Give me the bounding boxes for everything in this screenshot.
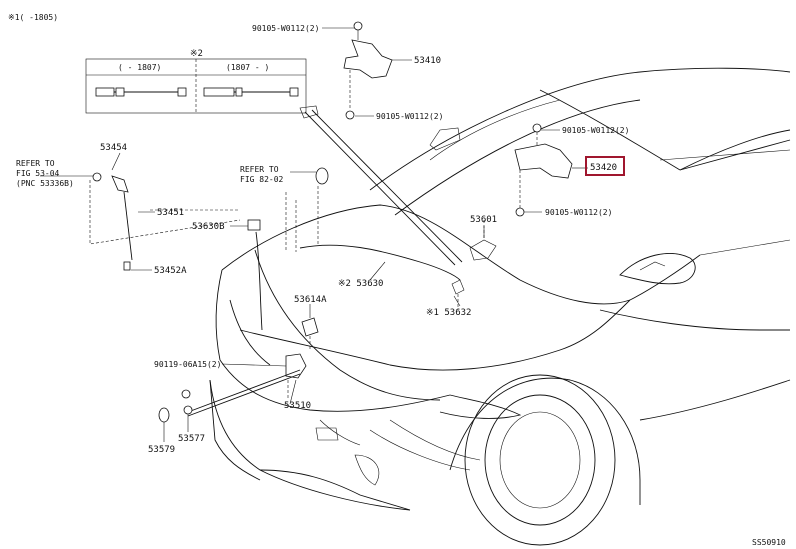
label-53601: 53601: [470, 215, 497, 225]
header-note: ※1( -1805): [8, 13, 58, 22]
refer-mid-line2: FIG 82-02: [240, 175, 284, 184]
refer-mid-line1: REFER TO: [240, 165, 279, 174]
label-53614a: 53614A: [294, 295, 327, 305]
label-53630b: 53630B: [192, 222, 225, 232]
refer-left-line3: (PNC 53336B): [16, 179, 74, 188]
label-53510: 53510: [284, 401, 311, 411]
hood-lock-cable: [247, 167, 497, 331]
label-53420: 53420: [590, 163, 617, 173]
label-bolt-top-2: 90105-W0112(2): [376, 112, 443, 121]
label-53577: 53577: [178, 434, 205, 444]
hood-support-rod: [299, 105, 463, 266]
leader-lines: [111, 27, 560, 405]
highlight-box-53420: [585, 156, 625, 176]
small-fasteners: [158, 389, 193, 442]
label-53454: 53454: [100, 143, 127, 153]
inset-marker: ※2: [190, 49, 203, 59]
label-53579: 53579: [148, 445, 175, 455]
hood-lock-53510: [187, 317, 319, 417]
inset-cable-variants: [85, 58, 307, 114]
label-clip-left: 90119-06A15(2): [154, 360, 221, 369]
label-53451: 53451: [157, 208, 184, 218]
inset-left-range: ( - 1807): [118, 63, 161, 72]
hood-hinge-53410: [343, 21, 412, 120]
car-body-outline: [209, 67, 791, 546]
label-53630: ※2 53630: [338, 279, 383, 289]
label-53410: 53410: [414, 56, 441, 66]
label-bolt-top-1: 90105-W0112(2): [252, 24, 319, 33]
label-bolt-right-2: 90105-W0112(2): [545, 208, 612, 217]
inset-right-range: (1807 - ): [226, 63, 269, 72]
release-lever-assembly: [40, 172, 241, 271]
figure-code: SS50910: [752, 538, 786, 547]
refer-left-line2: FIG 53-04: [16, 169, 60, 178]
refer-left-line1: REFER TO: [16, 159, 55, 168]
label-53452a: 53452A: [154, 266, 187, 276]
label-bolt-right-1: 90105-W0112(2): [562, 126, 629, 135]
hood-hinge-53420: [514, 123, 588, 217]
label-53632: ※1 53632: [426, 308, 471, 318]
